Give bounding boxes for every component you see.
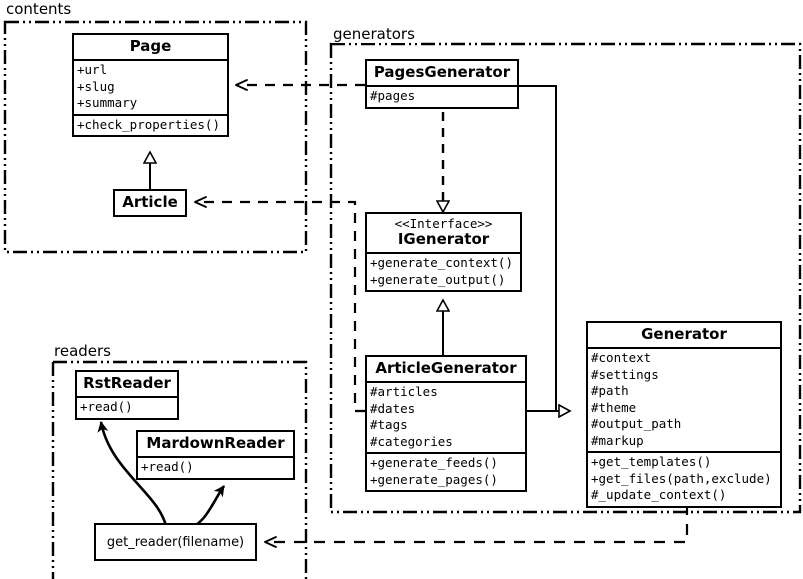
attribute-item: #categories	[370, 433, 453, 449]
method-item: +check_properties()	[77, 116, 220, 132]
method-item: +get_templates()	[591, 454, 712, 470]
class-methods-articlegenerator: +generate_feeds() +generate_pages()	[367, 452, 525, 490]
attribute-item: #path	[591, 383, 629, 399]
class-name-article: Article	[122, 193, 178, 211]
class-box-articlegenerator[interactable]: ArticleGenerator #articles #dates #tags …	[365, 355, 527, 493]
package-label-readers: readers	[52, 342, 113, 360]
class-methods-rstreader: +read()	[77, 396, 177, 418]
class-attributes-articlegenerator: #articles #dates #tags #categories	[367, 381, 525, 452]
attribute-item: #pages	[370, 88, 416, 104]
attribute-item: +slug	[77, 78, 115, 94]
class-name-articlegenerator: ArticleGenerator	[375, 359, 517, 377]
attribute-item: +url	[77, 62, 108, 78]
attribute-item: #context	[591, 350, 652, 366]
method-item: +generate_pages()	[370, 471, 498, 487]
attribute-item: #settings	[591, 366, 659, 382]
attribute-item: #markup	[591, 432, 644, 448]
function-box-get-reader[interactable]: get_reader(filename)	[94, 523, 257, 561]
method-item: +get_files(path,exclude)	[591, 470, 772, 486]
class-attributes-page: +url +slug +summary	[74, 59, 227, 114]
method-item: +generate_feeds()	[370, 455, 498, 471]
class-name-page: Page	[129, 37, 172, 55]
method-item: +read()	[141, 459, 194, 475]
class-attributes-pagesgenerator: #pages	[367, 85, 517, 107]
method-item: +generate_output()	[370, 271, 506, 287]
class-name-generator: Generator	[641, 325, 727, 343]
class-box-rstreader[interactable]: RstReader +read()	[75, 370, 179, 420]
attribute-item: #tags	[370, 417, 408, 433]
attribute-item: +summary	[77, 95, 138, 111]
method-item: +generate_context()	[370, 255, 513, 271]
method-item: +read()	[80, 399, 133, 415]
package-label-generators: generators	[331, 25, 417, 43]
class-box-generator[interactable]: Generator #context #settings #path #them…	[586, 321, 782, 508]
class-box-igenerator[interactable]: <<Interface>> IGenerator +generate_conte…	[365, 212, 522, 293]
attribute-item: #articles	[370, 384, 438, 400]
class-name-rstreader: RstReader	[83, 374, 171, 392]
class-stereotype-igenerator: <<Interface>>	[394, 216, 493, 231]
class-methods-igenerator: +generate_context() +generate_output()	[367, 252, 520, 290]
class-name-pagesgenerator: PagesGenerator	[373, 63, 511, 81]
attribute-item: #dates	[370, 400, 416, 416]
method-item: #_update_context()	[591, 487, 727, 503]
package-label-contents: contents	[4, 0, 74, 18]
class-methods-page: +check_properties()	[74, 113, 227, 136]
class-attributes-generator: #context #settings #path #theme #output_…	[588, 347, 780, 451]
class-box-pagesgenerator[interactable]: PagesGenerator #pages	[365, 59, 519, 109]
class-box-page[interactable]: Page +url +slug +summary +check_properti…	[72, 33, 229, 138]
attribute-item: #theme	[591, 399, 637, 415]
edge-articlegenerator-to-article	[194, 196, 365, 413]
class-box-mardownreader[interactable]: MardownReader +read()	[136, 430, 295, 480]
class-name-igenerator: IGenerator	[397, 230, 490, 248]
class-name-mardownreader: MardownReader	[146, 434, 285, 452]
function-label-get-reader: get_reader(filename)	[106, 534, 245, 550]
class-box-article[interactable]: Article	[113, 189, 187, 218]
class-methods-mardownreader: +read()	[138, 456, 293, 478]
edge-generator-to-getreader	[264, 504, 689, 548]
class-methods-generator: +get_templates() +get_files(path,exclude…	[588, 451, 780, 506]
attribute-item: #output_path	[591, 416, 682, 432]
